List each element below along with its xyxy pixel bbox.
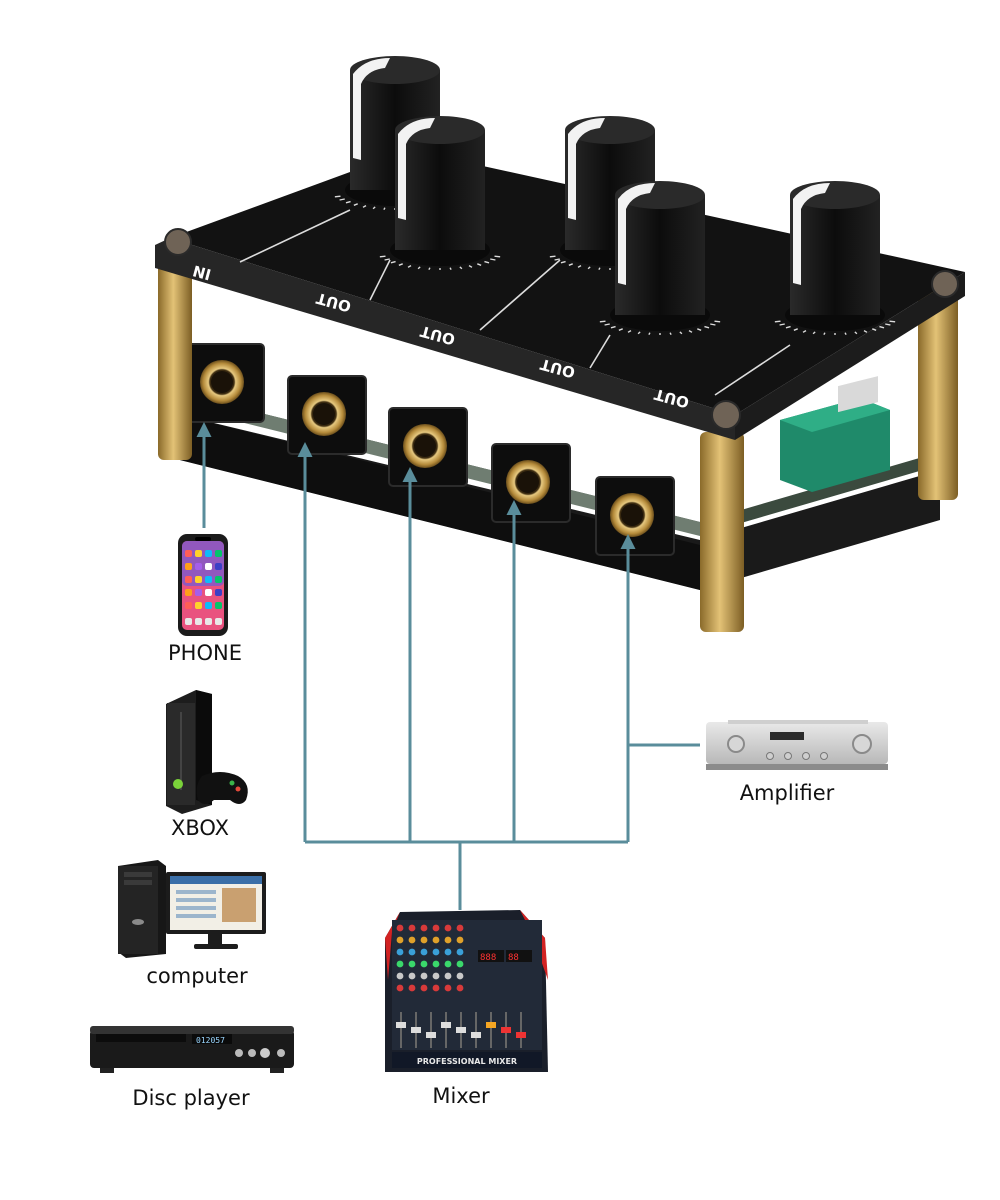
panel-label-in: IN <box>191 261 213 283</box>
device-label-mixer: Mixer <box>432 1084 490 1108</box>
knob-indicator <box>568 118 605 220</box>
screw <box>164 228 192 256</box>
audio-jack <box>595 476 675 556</box>
panel-lines <box>239 209 791 396</box>
signal-connectors <box>196 422 700 910</box>
knob-indicator <box>398 118 435 220</box>
knob-indicator <box>793 183 830 285</box>
device-label-amplifier: Amplifier <box>739 781 835 805</box>
svg-text:88: 88 <box>508 953 519 963</box>
volume-knob[interactable] <box>379 116 501 271</box>
device-label-xbox: XBOX <box>171 816 229 840</box>
device-label-computer: computer <box>146 964 248 988</box>
smartphone-icon <box>178 534 228 636</box>
game-console-icon <box>166 690 248 814</box>
volume-knob[interactable] <box>774 181 896 336</box>
top-acrylic-plate <box>170 150 965 415</box>
volume-knob[interactable] <box>599 181 721 336</box>
amplifier-icon <box>706 720 888 770</box>
volume-knobs <box>334 56 896 336</box>
brass-standoff <box>158 250 958 632</box>
audio-jack <box>388 407 468 487</box>
knob-indicator <box>618 183 655 285</box>
audio-jack <box>185 343 265 423</box>
knob-indicator <box>353 58 390 160</box>
mini-audio-mixer-device: IN OUT OUT OUT OUT <box>155 56 965 632</box>
device-label-phone: PHONE <box>168 641 242 665</box>
screw <box>931 270 959 298</box>
bottom-acrylic-plate <box>160 410 940 590</box>
svg-text:012057: 012057 <box>196 1036 225 1045</box>
disc-player-icon: 012057 <box>90 1026 294 1073</box>
jack-row <box>185 343 675 556</box>
audio-mixer-icon: 888 88 PROFESSIONAL MIXER <box>385 910 548 1072</box>
side-potentiometer <box>780 376 890 492</box>
mixer-print: PROFESSIONAL MIXER <box>417 1057 517 1066</box>
desktop-computer-icon <box>118 860 266 958</box>
screw <box>711 400 741 430</box>
device-label-disc-player: Disc player <box>132 1086 250 1110</box>
audio-jack <box>287 375 367 455</box>
audio-jack <box>491 443 571 523</box>
svg-text:888: 888 <box>480 953 496 963</box>
